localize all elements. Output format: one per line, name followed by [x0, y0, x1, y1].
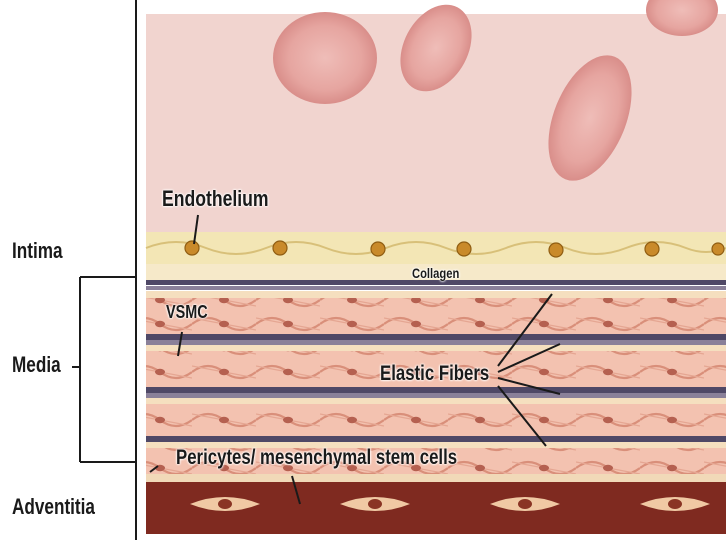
vsmc-label: VSMC: [166, 302, 208, 323]
pericytes-label: Pericytes/ mesenchymal stem cells: [176, 446, 457, 470]
collagen-label: Collagen: [412, 265, 459, 281]
media-bracket: [72, 277, 136, 462]
intima-label: Intima: [12, 238, 63, 264]
smooth-muscle-layer: [146, 298, 726, 334]
endothelium-label: Endothelium: [162, 186, 269, 212]
smooth-muscle-layer: [146, 404, 726, 436]
red-blood-cell: [273, 12, 377, 104]
adventitia-layer: [146, 482, 726, 534]
elastic-fibers-label: Elastic Fibers: [380, 362, 489, 386]
endothelium-band: [146, 232, 726, 264]
media-label: Media: [12, 352, 61, 378]
adventitia-label: Adventitia: [12, 494, 95, 520]
